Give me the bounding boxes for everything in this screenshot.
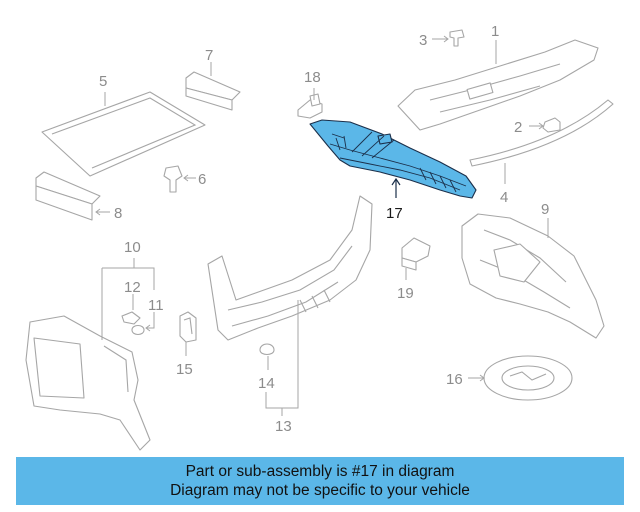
part-16-tire-cover (483, 355, 573, 401)
arrow-8 (95, 208, 101, 216)
callout-19: 19 (397, 285, 414, 302)
part-11-clip (131, 324, 145, 336)
callout-7: 7 (205, 47, 213, 64)
part-8-filler (35, 171, 101, 221)
lead-10-top (102, 267, 155, 290)
callout-10: 10 (124, 239, 141, 256)
banner-line-1: Part or sub-assembly is #17 in diagram (185, 463, 455, 480)
part-7-block (185, 71, 241, 111)
part-19-bracket (401, 237, 431, 271)
part-18-clip (297, 93, 323, 119)
callout-14: 14 (258, 375, 275, 392)
callout-6: 6 (198, 171, 206, 188)
part-9-side-trim-panel (461, 213, 605, 339)
arrow-17 (391, 177, 401, 186)
part-15-hook (179, 311, 197, 343)
callout-11: 11 (148, 297, 164, 314)
callout-13: 13 (275, 418, 292, 435)
callout-2: 2 (514, 119, 522, 136)
callout-15: 15 (176, 361, 193, 378)
callout-16: 16 (446, 371, 463, 388)
part-10-left-side-trim-panel (25, 315, 151, 451)
callout-3: 3 (419, 32, 427, 49)
part-17-highlighted-trim-panel (309, 119, 477, 199)
arrow-2 (538, 122, 544, 130)
arrow-3 (443, 35, 449, 43)
part-4-trim-strip (469, 99, 614, 167)
banner-line-2: Diagram may not be specific to your vehi… (170, 482, 470, 499)
callout-1: 1 (491, 23, 499, 40)
part-2-retainer (542, 117, 561, 133)
part-3-clip (449, 29, 465, 47)
arrow-11 (145, 324, 151, 332)
part-12-clip (121, 311, 141, 325)
part-5-floor-mat (41, 91, 206, 177)
callout-17: 17 (386, 205, 403, 222)
part-1-package-tray (397, 39, 599, 131)
callout-9: 9 (541, 201, 549, 218)
arrow-6 (183, 174, 189, 182)
part-6-clip (163, 165, 183, 193)
info-banner: Part or sub-assembly is #17 in diagram D… (16, 457, 624, 505)
callout-4: 4 (500, 189, 508, 206)
callout-5: 5 (99, 73, 107, 90)
lead-11 (146, 312, 155, 329)
callout-8: 8 (114, 205, 122, 222)
callout-12: 12 (124, 279, 141, 296)
arrow-16 (479, 374, 485, 382)
part-14-clip (259, 343, 275, 356)
part-rear-sill-trim-panel (207, 195, 373, 341)
callout-18: 18 (304, 69, 321, 86)
